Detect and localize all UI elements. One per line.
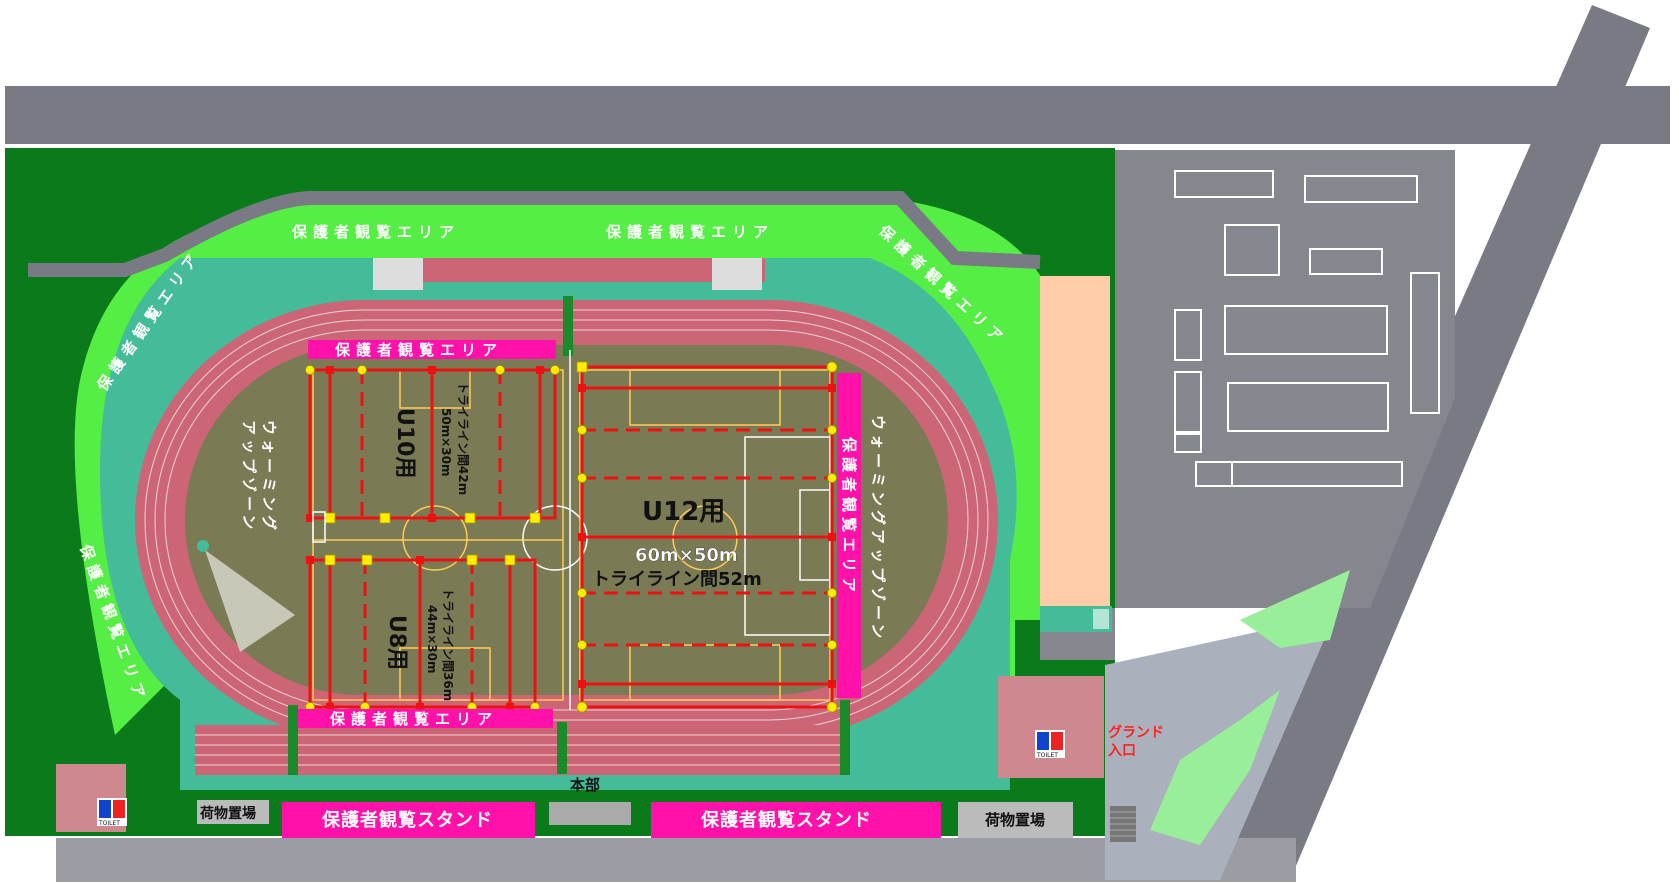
label-spectator-bar-top: 保護者観覧エリア xyxy=(334,341,503,359)
top-straight xyxy=(375,258,765,282)
field-infield xyxy=(185,345,948,695)
bottom-straight xyxy=(195,725,840,775)
spectator-bar-bottom xyxy=(298,709,553,728)
post-bottom-mid xyxy=(557,722,567,774)
label-warmup-left-1: ウォーミング xyxy=(260,420,278,534)
corner-markers xyxy=(305,361,838,713)
label-spectator-top-2: 保護者観覧エリア xyxy=(605,223,774,241)
label-u8-size: 44m×30m xyxy=(425,605,439,673)
throwing-circle xyxy=(197,540,209,552)
label-spectator-stand-left: 保護者観覧スタンド xyxy=(321,809,493,831)
label-u12-tryline: トライライン間52m xyxy=(592,569,762,590)
label-u12-size: 60m×50m xyxy=(635,545,738,566)
top-block-right xyxy=(712,258,762,290)
headquarters-tent xyxy=(549,802,631,825)
label-warmup-right: ウォーミングアップゾーン xyxy=(869,415,887,642)
label-u10-size: 50m×30m xyxy=(439,408,453,476)
spectator-bar-right xyxy=(837,373,861,698)
post-bottom-left xyxy=(288,705,298,775)
post-top xyxy=(563,296,573,356)
red-points xyxy=(306,366,836,711)
throwing-sector xyxy=(205,550,295,652)
spectator-stand-right xyxy=(651,802,941,838)
svg-text:TOILET: TOILET xyxy=(1036,752,1058,759)
label-u12-name: U12用 xyxy=(642,497,725,527)
label-spectator-bar-bottom: 保護者観覧エリア xyxy=(329,710,498,728)
green-patch-1 xyxy=(1240,570,1350,648)
peach-area-icon xyxy=(1093,609,1109,629)
svg-text:TOILET: TOILET xyxy=(98,820,120,827)
label-u8-tryline: トライライン間36m xyxy=(441,588,455,701)
toilet-icon-right: TOILET xyxy=(1035,730,1065,759)
label-u10-tryline: トライライン間42m xyxy=(456,382,470,495)
top-road xyxy=(5,86,1670,144)
parking-lot xyxy=(1040,150,1455,660)
top-wall xyxy=(28,191,1041,277)
label-luggage-right: 荷物置場 xyxy=(985,811,1045,829)
label-spectator-bar-right: 保護者観覧エリア xyxy=(840,436,858,597)
field-left-marker xyxy=(312,511,326,543)
label-entrance-2: 入口 xyxy=(1108,743,1136,759)
luggage-area-right xyxy=(958,802,1073,838)
label-u8-name: U8用 xyxy=(384,615,409,670)
stairs-lines xyxy=(1110,811,1136,837)
parking-stalls xyxy=(1174,170,1440,487)
label-u10-name: U10用 xyxy=(392,408,417,478)
peach-area xyxy=(1040,276,1110,606)
label-warmup-left-2: アップゾーン xyxy=(240,420,258,533)
toilet-icon-left: TOILET xyxy=(97,798,127,827)
top-block-left xyxy=(373,258,423,290)
toilet-building-right xyxy=(998,676,1104,778)
label-spectator-stand-right: 保護者観覧スタンド xyxy=(700,809,872,831)
label-spectator-top-1: 保護者観覧エリア xyxy=(291,223,460,241)
spectator-bar-top xyxy=(308,340,556,359)
green-patch-2 xyxy=(1150,690,1280,845)
bottom-road xyxy=(56,838,1296,882)
luggage-area-left xyxy=(197,800,269,824)
post-bottom-right xyxy=(840,700,850,775)
bottom-straight-lanes xyxy=(195,734,840,766)
label-luggage-left: 荷物置場 xyxy=(199,805,256,822)
spectator-stand-left xyxy=(282,802,535,838)
label-entrance-1: グランド xyxy=(1108,724,1164,741)
label-headquarters: 本部 xyxy=(570,776,600,794)
